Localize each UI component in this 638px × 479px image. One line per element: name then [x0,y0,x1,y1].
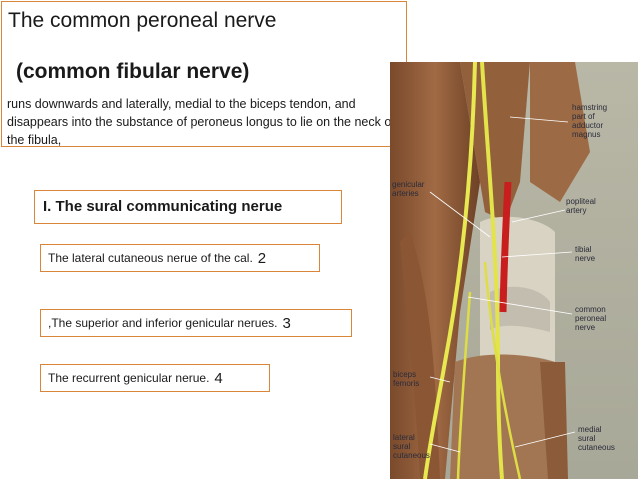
label-tibial-nerve: tibial nerve [575,245,596,263]
branch-heading: I. The sural communicating nerue [34,190,342,224]
branch-item-text: The recurrent genicular nerue. [48,371,210,385]
branch-item-number: 2 [257,249,267,267]
popliteal-fossa-drawing: hamstring part of adductor magnus genicu… [390,62,638,479]
label-medial-sural-cutaneous: medial sural cutaneous [578,425,615,452]
label-lateral-sural-cutaneous: lateral sural cutaneous [393,433,430,460]
slide-title-line2: (common fibular nerve) [16,60,250,83]
branch-item-number: 3 [282,314,291,332]
label-hamstring: hamstring part of adductor magnus [572,103,609,139]
label-biceps-femoris: biceps femoris [393,370,419,388]
label-genicular-arteries: genicular arteries [392,180,427,198]
label-popliteal-artery: popliteal artery [566,197,598,215]
description-text: runs downwards and laterally, medial to … [7,97,395,147]
title-box: The common peroneal nerve (common fibula… [1,1,407,147]
branch-item-text: ,The superior and inferior genicular ner… [48,316,278,330]
anatomy-illustration: hamstring part of adductor magnus genicu… [390,62,638,479]
branch-item-3: ,The superior and inferior genicular ner… [40,309,352,337]
branch-item-number: 4 [214,369,223,387]
slide-title-line1: The common peroneal nerve [8,9,277,32]
branch-item-text: The lateral cutaneous nerue of the cal. [48,251,253,265]
branch-item-4: The recurrent genicular nerue. 4 [40,364,270,392]
label-common-peroneal-nerve: common peroneal nerve [575,305,608,332]
branch-item-2: The lateral cutaneous nerue of the cal. … [40,244,320,272]
